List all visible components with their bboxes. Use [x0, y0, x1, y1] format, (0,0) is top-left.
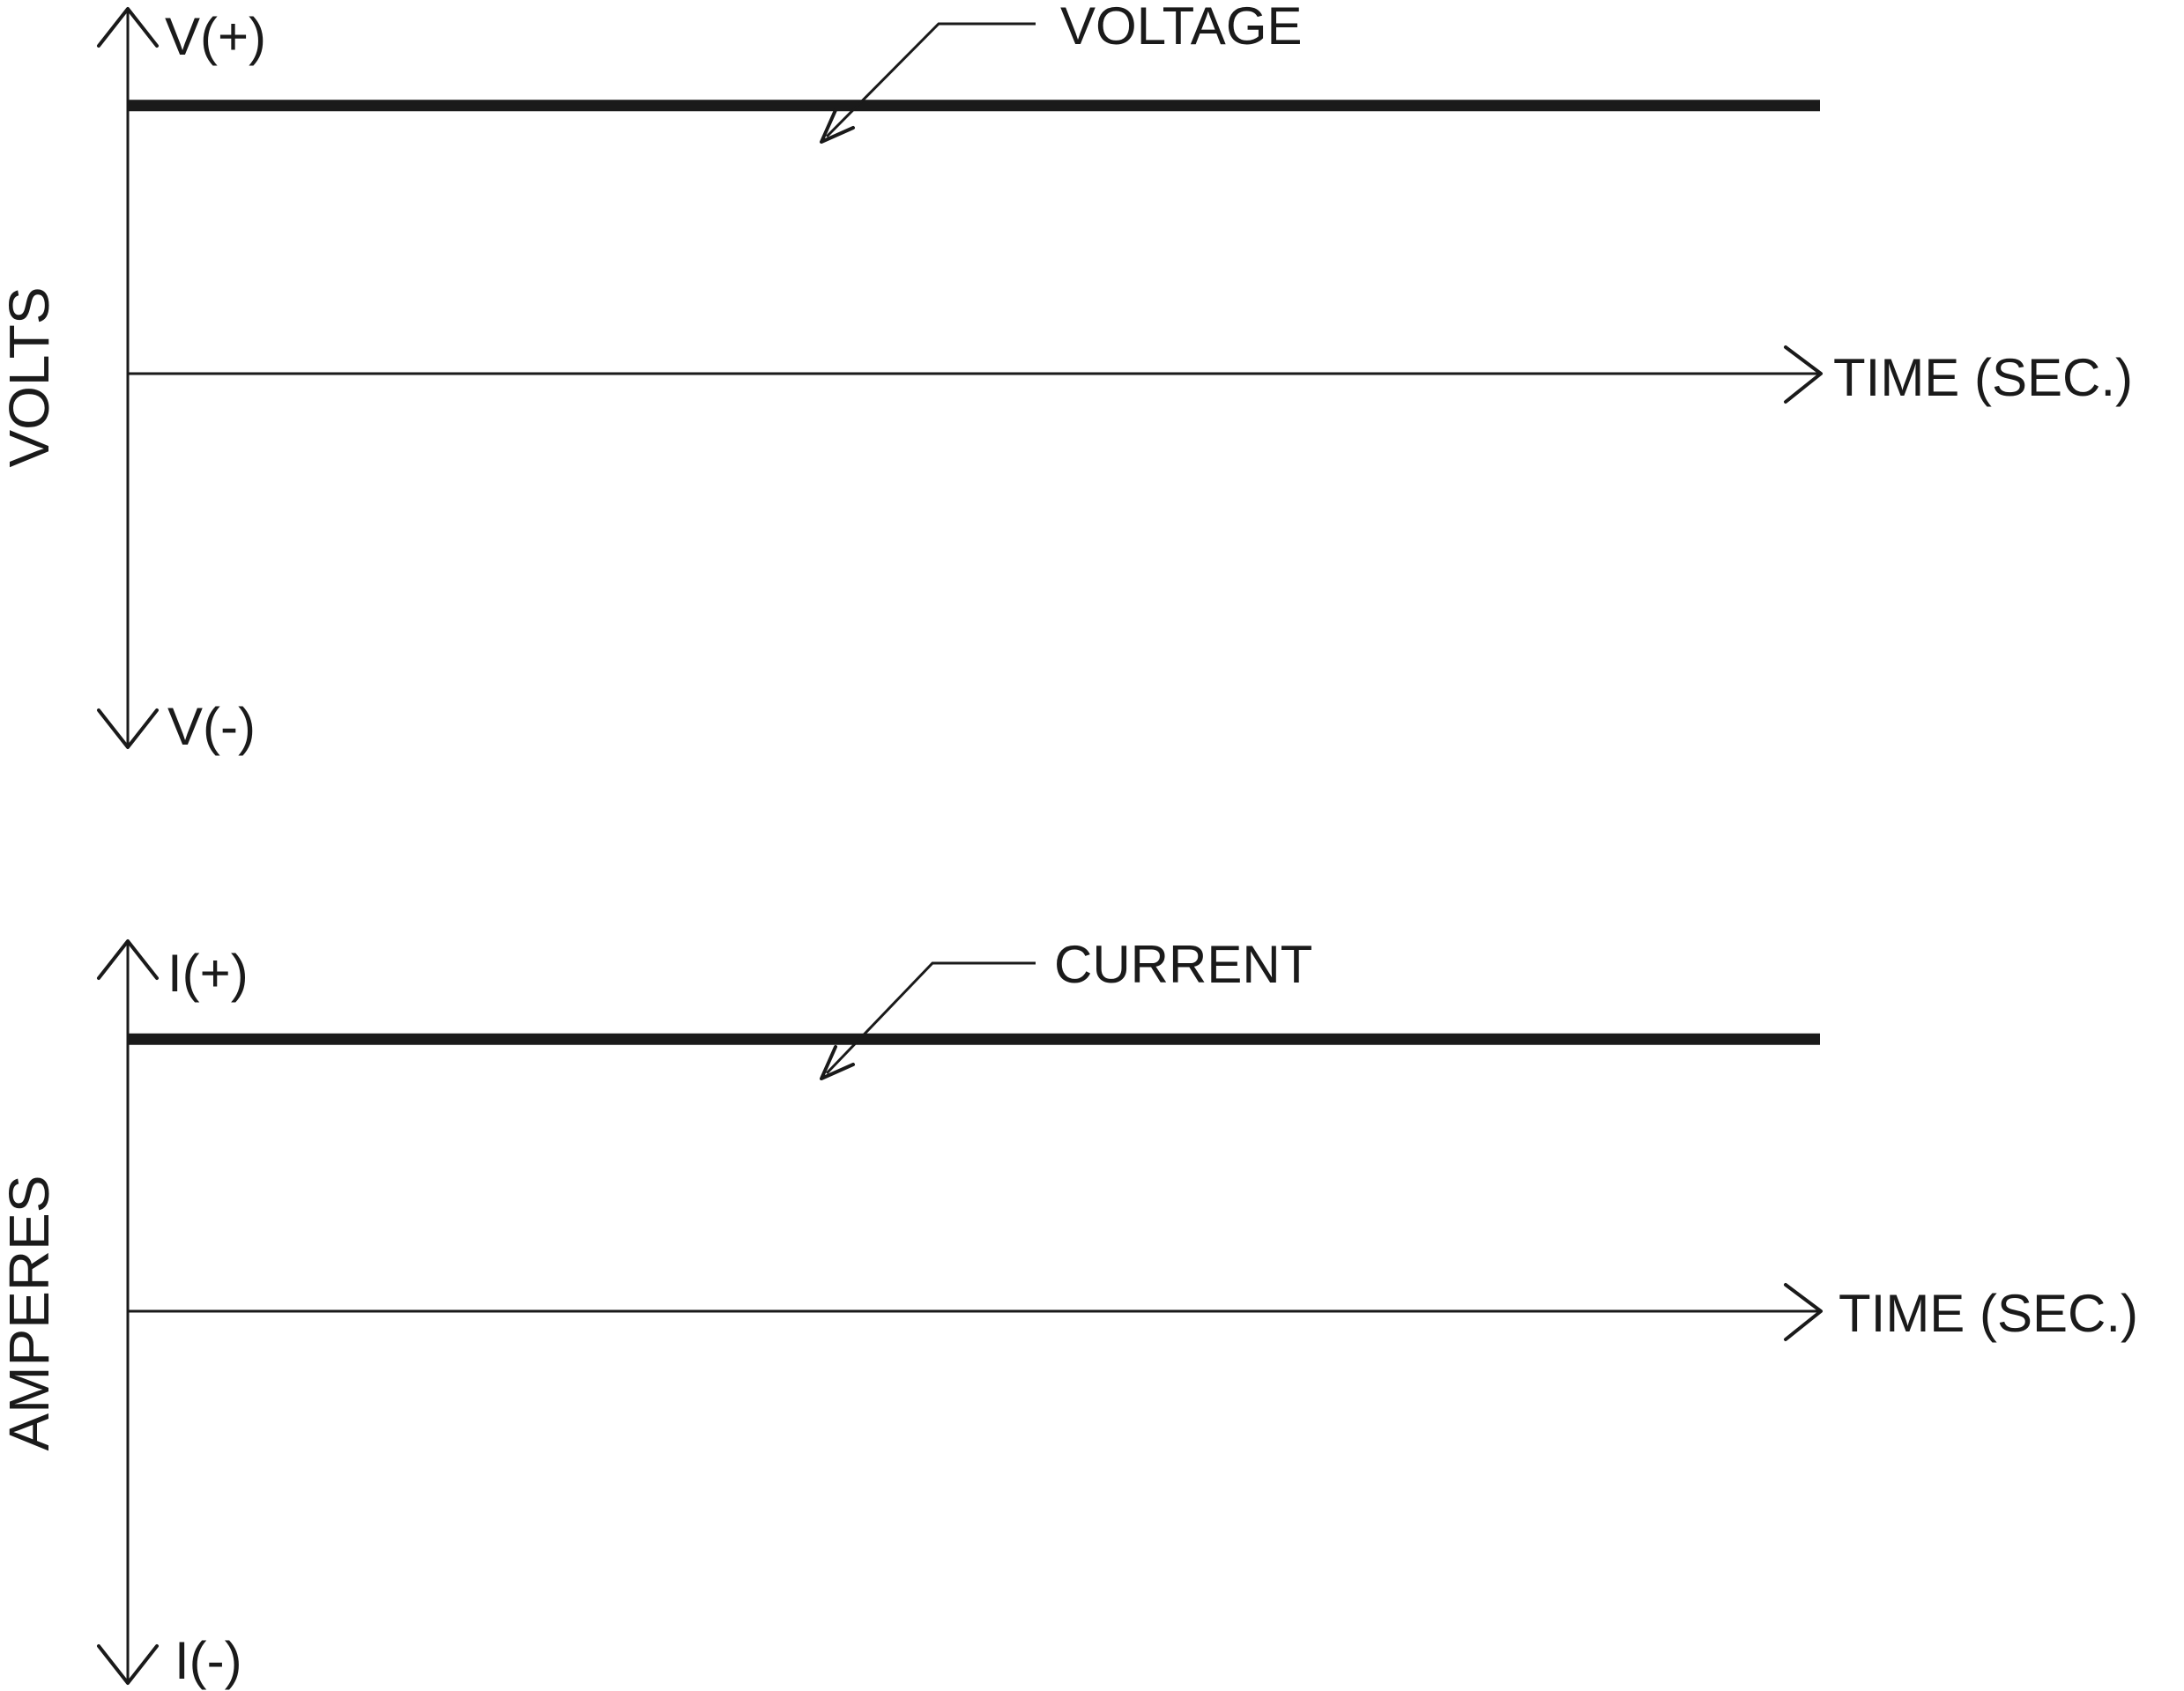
voltage-y-axis-down-arrow: [97, 708, 159, 749]
current-y-bottom-label: I(-): [175, 1631, 242, 1690]
voltage-y-axis-label: VOLTS: [0, 286, 61, 467]
voltage-leader-arrowhead: [820, 108, 855, 144]
voltage-panel: VOLTAGE V(+) V(-) TIME (SEC.) VOLTS: [0, 0, 2133, 756]
current-time-axis-arrow: [1784, 1283, 1823, 1341]
voltage-time-axis-arrow: [1784, 345, 1823, 404]
voltage-x-axis-label: TIME (SEC.): [1833, 348, 2133, 407]
current-y-axis-label: AMPERES: [0, 1176, 61, 1451]
current-leader-line: [825, 961, 1036, 1075]
voltage-y-top-label: V(+): [165, 7, 266, 66]
current-panel: CURRENT I(+) I(-) TIME (SEC.) AMPERES: [0, 935, 2138, 1690]
voltage-series-label: VOLTAGE: [1060, 0, 1303, 56]
current-y-top-label: I(+): [167, 944, 249, 1003]
current-x-axis-label: TIME (SEC.): [1839, 1284, 2138, 1343]
voltage-leader-line: [825, 22, 1036, 138]
current-leader-arrowhead: [820, 1045, 855, 1080]
voltage-y-axis-up-arrow: [97, 7, 159, 48]
voltage-y-bottom-label: V(-): [167, 697, 256, 756]
current-y-axis-down-arrow: [97, 1644, 159, 1685]
current-series-label: CURRENT: [1054, 935, 1312, 994]
current-y-axis-up-arrow: [97, 939, 159, 980]
